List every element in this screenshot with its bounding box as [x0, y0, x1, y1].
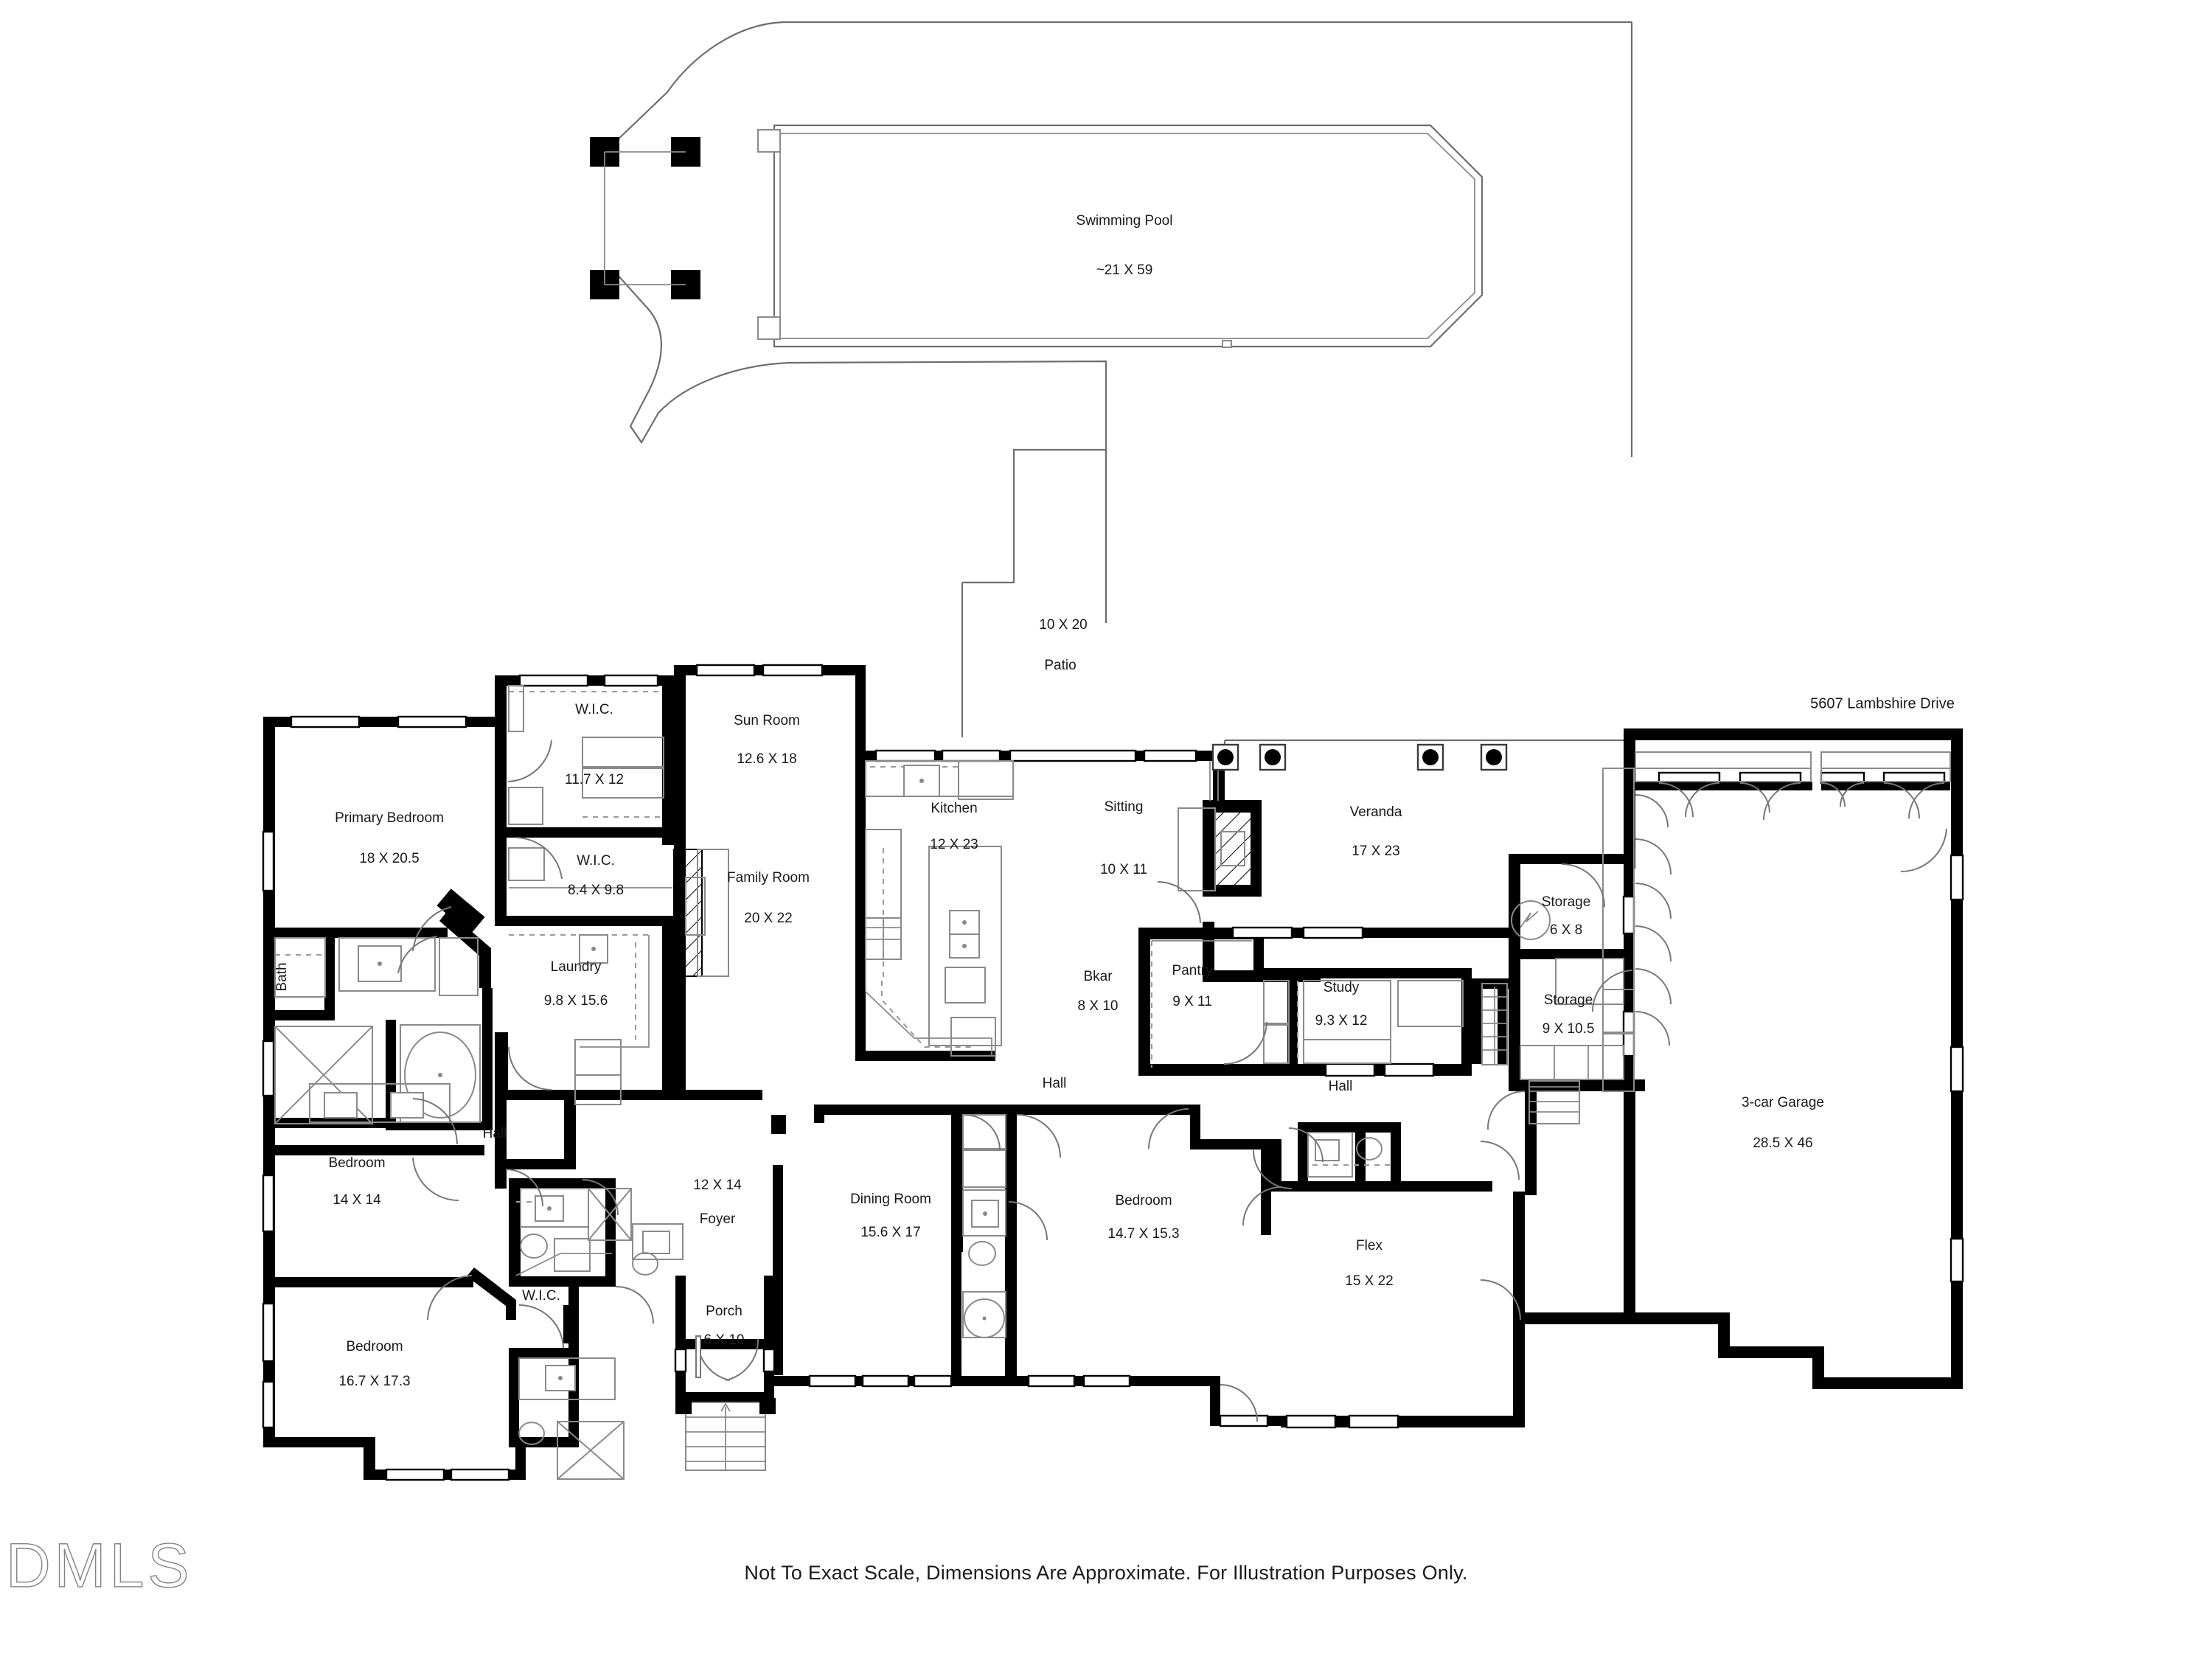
room-dimensions-bedroom-3: 16.7 X 17.3: [338, 1374, 410, 1389]
fixtures: [274, 685, 1951, 1480]
pergola-posts: [590, 137, 700, 299]
stairs-interior: [1481, 983, 1508, 1065]
room-name-bkar: Bkar: [1083, 969, 1113, 984]
room-dimensions-wic-lower: 8.4 X 9.8: [568, 883, 624, 898]
disclaimer-text: Not To Exact Scale, Dimensions Are Appro…: [744, 1562, 1468, 1584]
stairs-garage: [1528, 1080, 1580, 1124]
room-dimensions-storage-upper: 6 X 8: [1550, 922, 1582, 938]
room-name-bedroom-3: Bedroom: [346, 1339, 403, 1354]
pool-dimensions-label: ~21 X 59: [1096, 262, 1153, 278]
doors: [397, 740, 1947, 1422]
room-dimensions-wic-upper: 11.7 X 12: [565, 772, 624, 787]
patio-name-label: Patio: [1044, 658, 1076, 673]
room-name-storage-upper: Storage: [1542, 894, 1591, 910]
room-name-bedroom-4: Bedroom: [1115, 1193, 1172, 1208]
room-dimensions-porch: 6 X 10: [704, 1332, 745, 1348]
room-dimensions-dining-room: 15.6 X 17: [860, 1225, 920, 1240]
room-name-veranda: Veranda: [1350, 804, 1402, 820]
patio-dimensions-label: 10 X 20: [1039, 617, 1088, 633]
room-dimensions-foyer: 12 X 14: [693, 1178, 742, 1193]
room-name-wic-upper: W.I.C.: [575, 702, 613, 717]
room-name-sitting: Sitting: [1105, 799, 1144, 815]
room-name-flex: Flex: [1356, 1238, 1382, 1253]
room-name-primary-bedroom: Primary Bedroom: [335, 810, 444, 826]
room-dimensions-sun-room: 12.6 X 18: [737, 751, 796, 767]
pool-name-label: Swimming Pool: [1077, 213, 1173, 229]
room-dimensions-storage-lower: 9 X 10.5: [1543, 1021, 1595, 1037]
room-dimensions-bkar: 8 X 10: [1078, 998, 1119, 1014]
room-dimensions-bedroom-4: 14.7 X 15.3: [1107, 1226, 1179, 1242]
room-name-pantry: Pantry: [1172, 963, 1213, 978]
room-name-garage: 3-car Garage: [1742, 1095, 1824, 1110]
room-name-hall-center: Hall: [1043, 1076, 1067, 1091]
room-name-kitchen: Kitchen: [931, 801, 977, 816]
room-dimensions-garage: 28.5 X 46: [1753, 1135, 1812, 1151]
room-dimensions-primary-bedroom: 18 X 20.5: [359, 851, 419, 866]
room-name-laundry: Laundry: [551, 959, 602, 975]
room-name-study: Study: [1324, 980, 1360, 995]
room-dimensions-laundry: 9.8 X 15.6: [544, 993, 608, 1009]
room-name-hall-right: Hall: [1329, 1079, 1353, 1094]
room-name-porch: Porch: [706, 1304, 742, 1319]
room-name-family-room: Family Room: [727, 870, 810, 886]
room-name-bedroom-2: Bedroom: [328, 1155, 385, 1171]
windows: [262, 664, 1964, 1481]
room-name-storage-lower: Storage: [1544, 992, 1593, 1008]
room-dimensions-family-room: 20 X 22: [744, 911, 793, 926]
stairs-porch: [685, 1402, 766, 1471]
swimming-pool: [757, 124, 1484, 348]
room-dimensions-veranda: 17 X 23: [1352, 844, 1400, 859]
room-dimensions-pantry: 9 X 11: [1172, 994, 1212, 1009]
room-name-primary-bath: Bath: [274, 962, 290, 991]
patio-outline: [961, 448, 1107, 737]
room-dimensions-kitchen: 12 X 23: [930, 837, 978, 852]
room-name-hall-left: Hall: [483, 1126, 507, 1141]
room-name-dining-room: Dining Room: [850, 1192, 931, 1207]
room-name-foyer: Foyer: [700, 1211, 736, 1227]
room-dimensions-flex: 15 X 22: [1345, 1273, 1394, 1289]
room-name-wic-lower: W.I.C.: [577, 853, 615, 869]
dmls-watermark: DMLS: [5, 1530, 193, 1600]
veranda-area: [1211, 739, 1624, 771]
room-name-sun-room: Sun Room: [734, 713, 800, 728]
room-name-wic-bedroom3: W.I.C.: [522, 1288, 560, 1304]
room-dimensions-sitting: 10 X 11: [1100, 862, 1147, 877]
veranda-columns: [1211, 743, 1508, 771]
room-dimensions-study: 9.3 X 12: [1315, 1013, 1368, 1029]
room-dimensions-bedroom-2: 14 X 14: [333, 1192, 381, 1208]
address-label: 5607 Lambshire Drive: [1810, 695, 1955, 712]
